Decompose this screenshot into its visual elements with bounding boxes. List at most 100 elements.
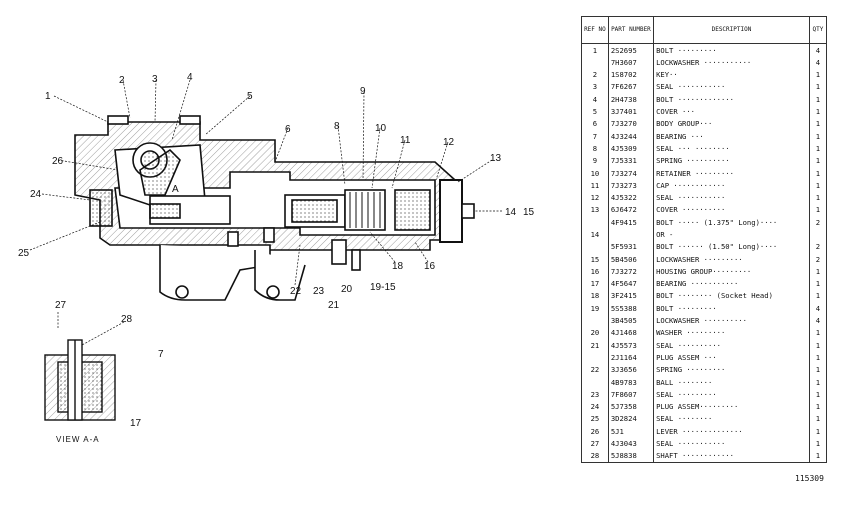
cell-pn: 1S8702 [607, 68, 655, 81]
cell-ref: 27 [581, 437, 609, 450]
cell-ref [581, 376, 609, 389]
callouts: 1 2 3 4 5 6 7 8 9 10 11 12 13 14 15 16 1… [18, 72, 535, 444]
callout-6: 6 [285, 124, 291, 135]
header-qty: QTY [808, 16, 828, 44]
callout-18: 18 [392, 261, 404, 272]
cell-desc: BOLT ············· [653, 93, 810, 106]
cell-pn: 5B4506 [607, 253, 655, 266]
cell-pn: 4J5573 [607, 339, 655, 352]
cell-ref: 6 [581, 117, 609, 131]
callout-16: 16 [424, 261, 436, 272]
cell-pn: 5J1 [607, 425, 655, 438]
cell-desc: PLUG ASSEM ··· [653, 351, 810, 364]
cell-pn: 7J3273 [607, 179, 655, 192]
header-description: DESCRIPTION [653, 16, 810, 44]
cell-ref: 3 [581, 80, 609, 94]
cell-qty: 1 [808, 449, 828, 464]
cell-qty: 1 [808, 425, 828, 438]
callout-3: 3 [152, 74, 158, 85]
cell-ref: 2 [581, 68, 609, 81]
cell-qty: 1 [808, 130, 828, 143]
callout-8: 8 [334, 121, 340, 132]
cell-desc: SEAL ········ [653, 412, 810, 426]
cell-desc: BOLT ······ (1.50" Long)···· [653, 240, 810, 254]
cell-qty: 1 [808, 376, 828, 389]
cell-qty: 1 [808, 117, 828, 131]
callout-7: 7 [158, 349, 164, 360]
cell-qty: 1 [808, 289, 828, 303]
cell-ref [581, 216, 609, 229]
cell-ref: 11 [581, 179, 609, 192]
cell-qty: 1 [808, 142, 828, 155]
cell-desc: BOLT ········· [653, 43, 810, 57]
callout-22: 22 [290, 286, 302, 297]
cell-ref: 15 [581, 253, 609, 266]
cell-pn: 7F8607 [607, 388, 655, 401]
cell-ref: 18 [581, 289, 609, 303]
cell-desc: COVER ··· [653, 105, 810, 118]
cell-ref: 10 [581, 166, 609, 180]
cell-pn: 7J3274 [607, 166, 655, 180]
cell-qty: 1 [808, 154, 828, 167]
cell-ref: 16 [581, 265, 609, 278]
cell-desc: RETAINER ········· [653, 166, 810, 180]
cell-ref: 5 [581, 105, 609, 118]
cell-desc: HOUSING GROUP········· [653, 265, 810, 278]
cell-pn: 3B4505 [607, 314, 655, 327]
cell-qty: 4 [808, 43, 828, 57]
cell-desc: COVER ·········· [653, 203, 810, 217]
cell-qty: 1 [808, 339, 828, 352]
callout-25: 25 [18, 248, 30, 259]
cell-ref: 24 [581, 400, 609, 413]
cell-desc: BOLT ········ (Socket Head) [653, 289, 810, 303]
cell-qty: 1 [808, 388, 828, 401]
figure-number: 115309 [795, 474, 824, 483]
cell-desc: SPRING ········· [653, 363, 810, 377]
cell-ref [581, 351, 609, 364]
cell-ref: 19 [581, 302, 609, 315]
cell-desc: LOCKWASHER ········· [653, 253, 810, 266]
cell-ref: 9 [581, 154, 609, 167]
cell-ref: 20 [581, 326, 609, 340]
cell-ref [581, 240, 609, 254]
cell-desc: SPRING ·········· [653, 154, 810, 167]
callout-21: 21 [328, 300, 340, 311]
cell-ref: 23 [581, 388, 609, 401]
cell-desc: KEY·· [653, 68, 810, 81]
callout-24: 24 [30, 189, 42, 200]
cell-ref: 22 [581, 363, 609, 377]
cell-ref [581, 56, 609, 69]
cell-desc: BEARING ··· [653, 130, 810, 143]
cell-pn: 4F9415 [607, 216, 655, 229]
section-marker: A [172, 184, 179, 195]
callout-2: 2 [119, 75, 125, 86]
callout-11: 11 [400, 135, 411, 146]
cell-pn: 2S2695 [607, 43, 655, 57]
cell-desc: LOCKWASHER ·········· [653, 314, 810, 327]
leader-lines [29, 79, 502, 346]
callout-17: 17 [130, 418, 142, 429]
callout-14: 14 [505, 207, 517, 218]
cell-qty: 4 [808, 302, 828, 315]
cell-pn: 2J1164 [607, 351, 655, 364]
cell-desc: BALL ········ [653, 376, 810, 389]
callout-5: 5 [247, 91, 253, 102]
cell-ref: 26 [581, 425, 609, 438]
section-view-a-a [44, 339, 116, 421]
cell-qty [808, 228, 828, 241]
callout-15: 15 [523, 207, 535, 218]
cell-qty: 1 [808, 203, 828, 217]
cell-pn: 4J5322 [607, 191, 655, 204]
cell-desc: LOCKWASHER ··········· [653, 56, 810, 69]
